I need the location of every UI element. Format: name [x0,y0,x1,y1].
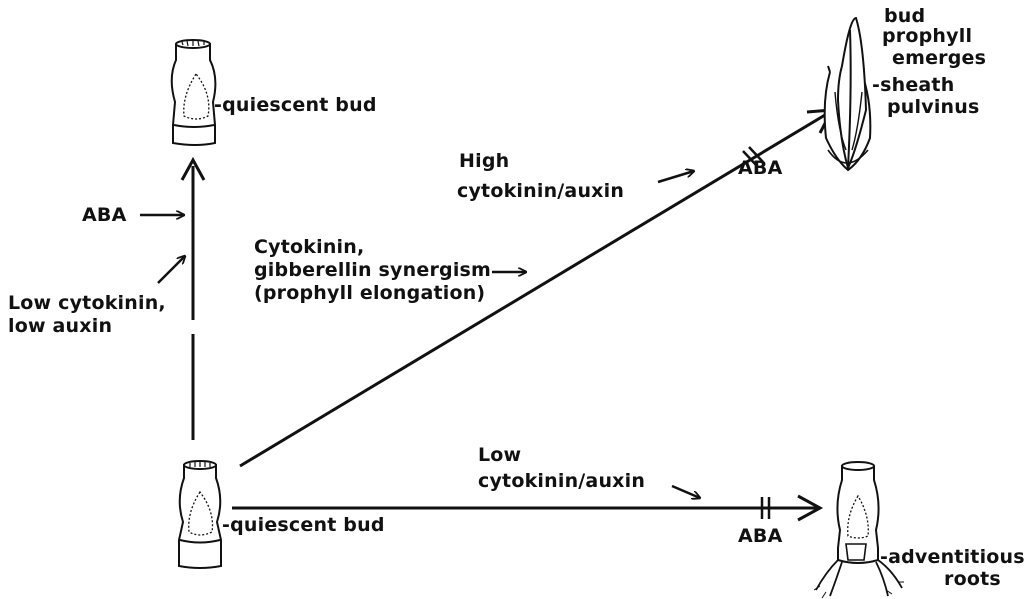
synergism-label-line2: gibberellin synergism [254,259,492,281]
adventitious-roots-label-line1: -adventitious [880,546,1025,568]
synergism-label-line1: Cytokinin, [254,236,365,258]
adventitious-roots-bud-illustration [813,461,904,599]
aba-horizontal-label: ABA [738,525,783,547]
quiescent-bud-top-label: -quiescent bud [214,94,377,116]
quiescent-bud-bottom-illustration [178,460,222,569]
quiescent-bud-top-illustration [170,39,217,146]
prophyll-emerges-label-line1: prophyll [882,25,973,47]
aba-vertical-label: ABA [82,204,127,226]
low-cytokinin-ratio-label-line1: Low [478,444,522,466]
synergism-label-line3: (prophyll elongation) [254,282,486,304]
vertical-pathway-arrow [180,156,206,440]
prophyll-emerges-label-line2: emerges [892,47,987,69]
sheath-pulvinus-label-line1: -sheath [872,74,955,96]
low-cytokinin-auxin-label-line2: low auxin [8,315,113,337]
low-cytokinin-ratio-label-line2: cytokinin/auxin [478,470,646,492]
high-cytokinin-effector-arrow [657,171,694,184]
bud-label: bud [884,5,926,27]
low-cytokinin-auxin-label-line1: Low cytokinin, [8,292,166,314]
horizontal-pathway-arrow [232,494,824,522]
high-cytokinin-label-line1: High [459,150,510,172]
quiescent-bud-bottom-label: -quiescent bud [222,514,385,536]
prophyll-emerging-bud-illustration [823,16,872,172]
adventitious-roots-label-line2: roots [944,568,1001,590]
low-cytokinin-ratio-effector-arrow [671,484,700,498]
aba-diagonal-label: ABA [738,157,783,179]
sheath-pulvinus-label-line2: pulvinus [887,96,980,118]
high-cytokinin-label-line2: cytokinin/auxin [457,180,625,202]
low-cytokinin-auxin-effector-arrow [157,256,185,284]
